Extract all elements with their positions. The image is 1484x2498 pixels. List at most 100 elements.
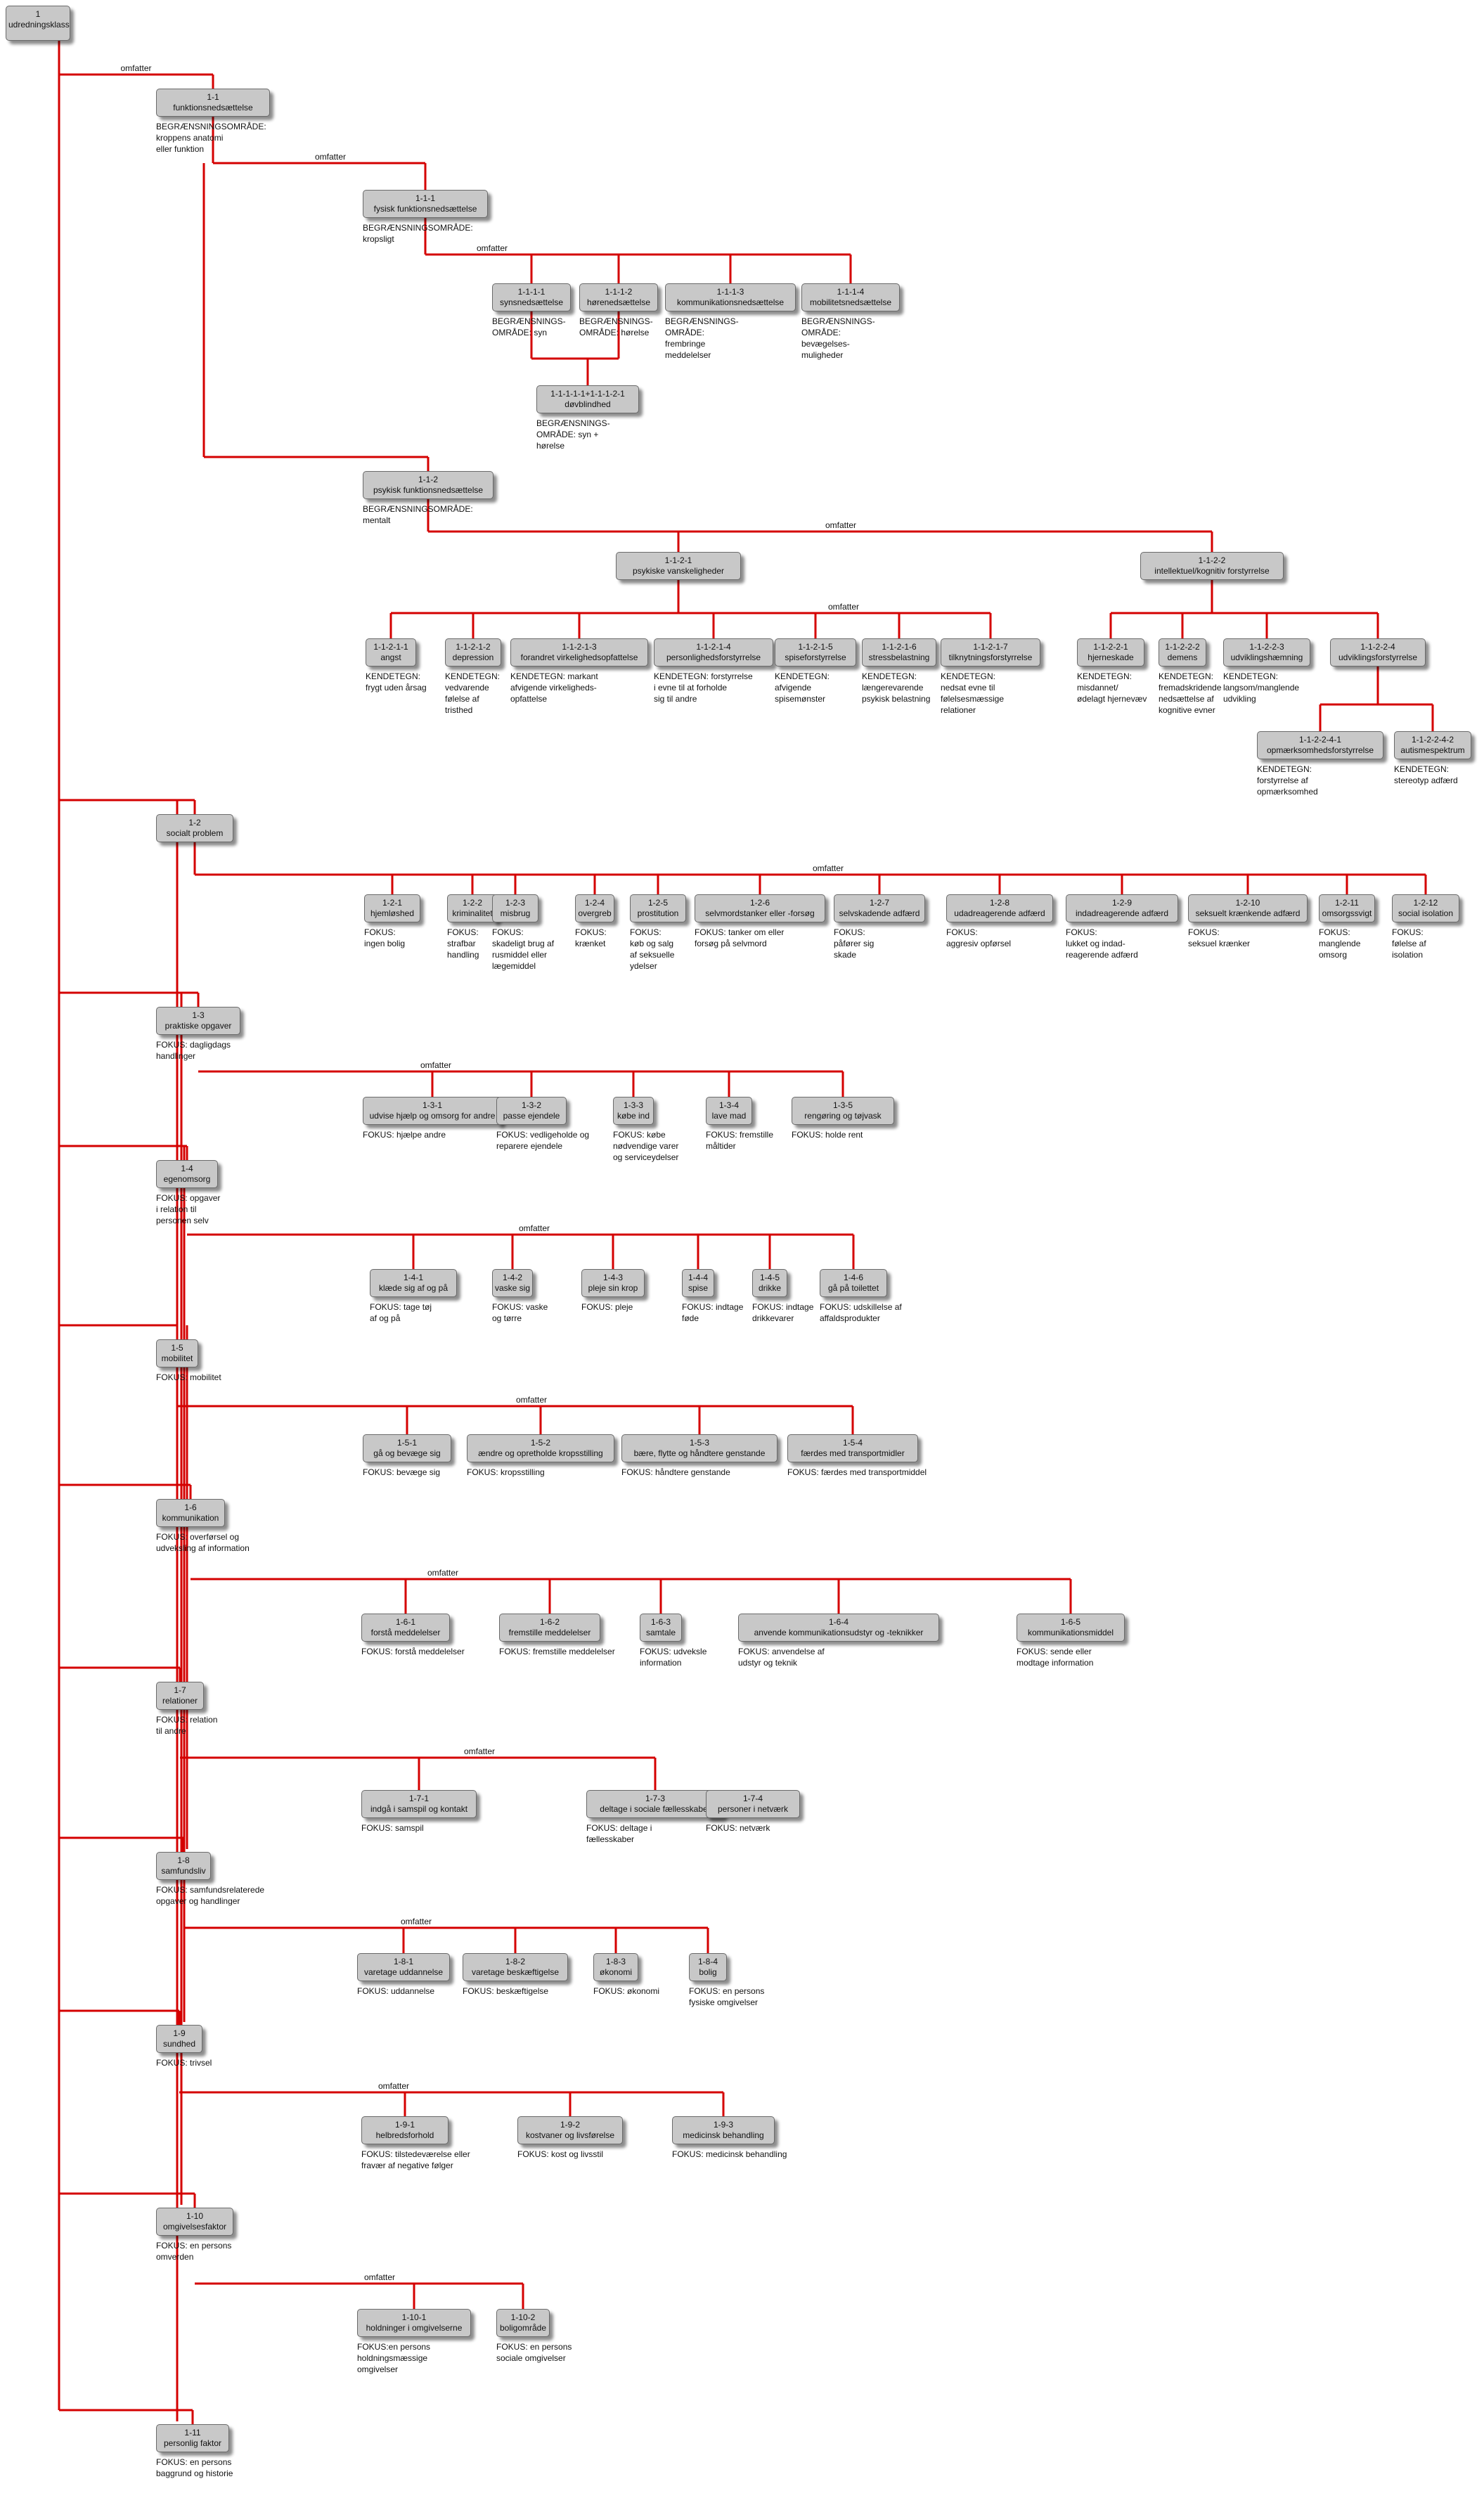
node-id: 1-2-8 — [989, 898, 1009, 908]
node-note: FOKUS: uddannelse — [357, 1986, 435, 1996]
node-id: 1-7-4 — [742, 1794, 763, 1803]
node-id: 1-7-1 — [408, 1794, 429, 1803]
node-1[interactable]: 1udredningsklassifikation — [6, 6, 70, 41]
node-id: 1-2-2 — [462, 898, 482, 908]
node-label: sundhed — [162, 2039, 196, 2049]
node-note: FOKUS: anvendelse af udstyr og teknik — [738, 1647, 825, 1668]
node-id: 1-1-2-1-1 — [373, 642, 408, 652]
edge-label: omfatter — [418, 1060, 453, 1070]
node-label: udadreagerende adfærd — [954, 908, 1045, 918]
node-note: FOKUS: forstå meddelelser — [361, 1647, 465, 1656]
node-label: klæde sig af og på — [378, 1283, 449, 1293]
node-note: FOKUS: tage tøj af og på — [370, 1302, 432, 1323]
node-label: intellektuel/kognitiv forstyrrelse — [1154, 566, 1270, 576]
node-label: anvende kommunikationsudstyr og -teknikk… — [754, 1628, 924, 1637]
edge-label: omfatter — [119, 63, 153, 73]
node-label: pleje sin krop — [588, 1283, 638, 1293]
node-label: overgreb — [578, 908, 612, 918]
node-id: 1-3-3 — [623, 1100, 643, 1110]
node-id: 1-4-5 — [759, 1273, 780, 1282]
node-label: kriminalitet — [452, 908, 493, 918]
node-note: FOKUS: mobilitet — [156, 1372, 221, 1382]
